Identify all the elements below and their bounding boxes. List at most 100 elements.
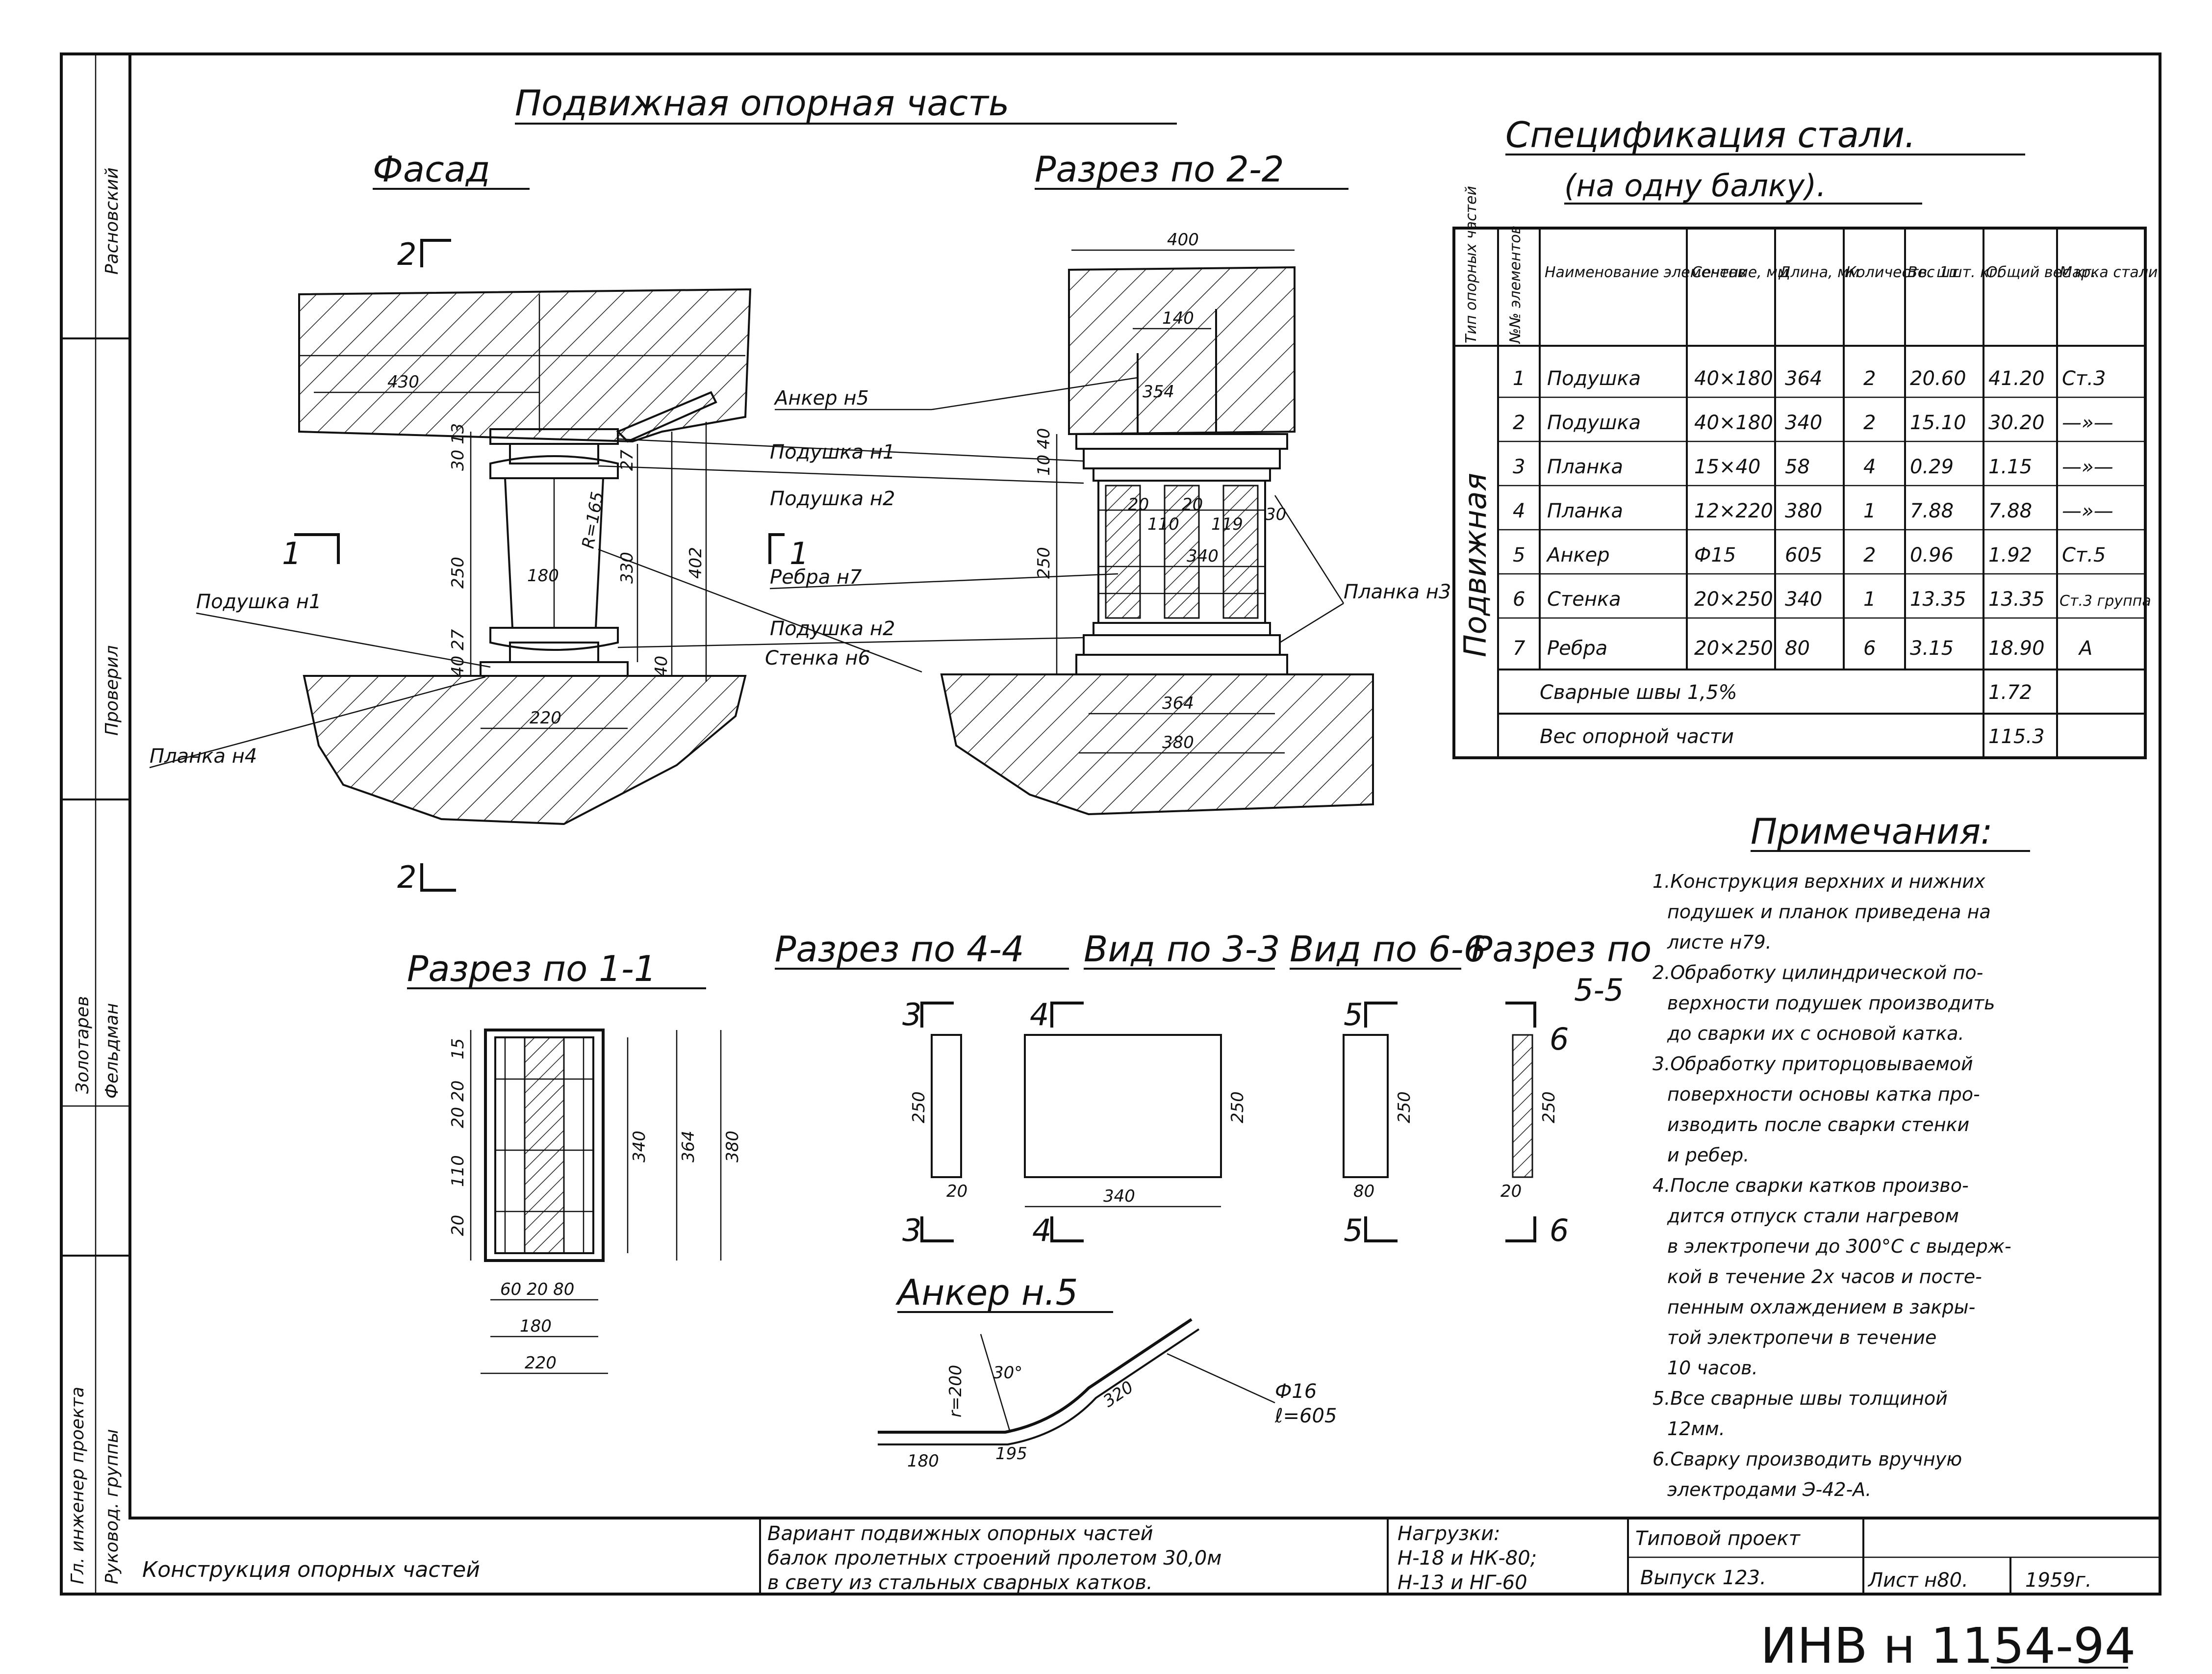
section-2-2-title: Разрез по 2-2 (1035, 149, 1284, 190)
svg-text:430: 430 (387, 372, 419, 392)
svg-text:Подушка: Подушка (1547, 367, 1641, 390)
svg-text:3: 3 (902, 1212, 921, 1248)
svg-text:40×180: 40×180 (1694, 367, 1773, 390)
svg-text:Планка: Планка (1547, 500, 1623, 522)
table-row: 7 Ребра 20×250 80 6 3.15 18.90 А (1513, 637, 2092, 660)
svg-text:250: 250 (1228, 1091, 1247, 1123)
view-3-3-title: Вид по 3-3 (1084, 928, 1280, 970)
table-row: 6 Стенка 20×250 340 1 13.35 13.35 Ст.3 г… (1513, 588, 2151, 611)
stamp-desc-line2: балок пролетных строений пролетом 30,0м (767, 1547, 1221, 1570)
stamp-issue: Выпуск 123. (1640, 1567, 1766, 1589)
svg-text:r=200: r=200 (946, 1365, 966, 1417)
svg-text:58: 58 (1785, 456, 1810, 478)
stamp-project-type: Типовой проект (1635, 1527, 1801, 1550)
note-line: 3.Обработку приторцовываемой (1653, 1053, 1973, 1075)
svg-text:Подушка: Подушка (1547, 412, 1641, 434)
spec-table: Тип опорных частей №№ элементов Наименов… (1452, 186, 2158, 759)
svg-text:3: 3 (1513, 456, 1525, 478)
svg-text:41.20: 41.20 (1988, 367, 2045, 390)
side-strip: Расновский Проверил Золотарев Фельдман Г… (68, 167, 122, 1584)
svg-text:400: 400 (1167, 230, 1199, 250)
svg-text:4: 4 (1032, 1212, 1051, 1248)
section-4-4-title: Разрез по 4-4 (775, 928, 1024, 970)
svg-text:80: 80 (1785, 637, 1810, 660)
svg-text:0.96: 0.96 (1910, 544, 1954, 567)
svg-text:А: А (2078, 637, 2092, 660)
svg-text:10 40: 10 40 (1034, 428, 1054, 476)
note-line: 5.Все сварные швы толщиной (1653, 1388, 1948, 1409)
svg-text:80: 80 (1353, 1182, 1374, 1201)
view-3-3: 3 250 20 3 (902, 997, 967, 1248)
svg-text:320: 320 (1100, 1377, 1137, 1411)
table-row: 1 Подушка 40×180 364 2 20.60 41.20 Ст.3 (1513, 367, 2106, 390)
note-line: пенным охлаждением в закры- (1667, 1296, 1975, 1318)
view-6-6-title: Вид по 6-6 (1290, 928, 1486, 970)
side-feldman: Фельдман (102, 1003, 122, 1099)
table-row: 3 Планка 15×40 58 4 0.29 1.15 —»— (1513, 456, 2113, 478)
note-line: электродами Э-42-А. (1667, 1479, 1871, 1500)
svg-text:18.90: 18.90 (1988, 637, 2045, 660)
svg-text:180: 180 (907, 1451, 939, 1471)
svg-text:340: 340 (1103, 1186, 1135, 1206)
svg-text:13.35: 13.35 (1910, 588, 1966, 611)
svg-text:1: 1 (1513, 367, 1525, 390)
svg-text:364: 364 (1785, 367, 1822, 390)
svg-text:2: 2 (1863, 544, 1876, 567)
spec-group-label: Подвижная (1457, 473, 1493, 657)
mark-1-left: 1 (282, 536, 301, 571)
spec-header-steel: Марка стали (2059, 264, 2158, 281)
note-line: 6.Сварку производить вручную (1653, 1448, 1962, 1470)
mark-2-bottom: 2 (397, 859, 416, 895)
svg-text:—»—: —»— (2062, 412, 2113, 434)
callout-pad2: Подушка н2 (770, 488, 895, 510)
svg-text:250: 250 (1539, 1091, 1559, 1123)
spec-header-unit-weight: Вес 1шт. кг. (1907, 264, 2002, 281)
view-6-6: 5 250 80 5 (1343, 997, 1414, 1248)
svg-text:Ст.5: Ст.5 (2062, 544, 2106, 567)
view-5-5: 6 250 20 6 (1500, 1002, 1569, 1248)
spec-section: Спецификация стали. (на одну балку). (1452, 114, 2158, 759)
svg-text:380: 380 (1785, 500, 1822, 522)
note-line: кой в течение 2х часов и посте- (1667, 1266, 1982, 1288)
svg-text:354: 354 (1143, 382, 1174, 402)
note-line: листе н79. (1667, 931, 1772, 953)
spec-header-type: Тип опорных частей (1463, 186, 1480, 343)
svg-text:20×250: 20×250 (1694, 637, 1773, 660)
mark-2-top: 2 (397, 236, 416, 272)
spec-header-total-weight: Общий вес кг. (1986, 264, 2096, 281)
svg-text:119: 119 (1211, 515, 1243, 534)
note-line: поверхности основы катка про- (1667, 1083, 1980, 1105)
svg-text:5: 5 (1513, 544, 1525, 567)
facade-title: Фасад (373, 149, 490, 190)
svg-text:140: 140 (1162, 309, 1194, 328)
note-line: 10 часов. (1667, 1357, 1758, 1379)
svg-text:4: 4 (1030, 997, 1049, 1032)
svg-text:5: 5 (1344, 1212, 1363, 1248)
svg-text:330: 330 (617, 552, 637, 584)
facade-drawing: 2 430 180 R=165 220 250 30 13 40 27 (149, 236, 809, 895)
anchor-detail-title: Анкер н.5 (895, 1272, 1078, 1313)
svg-text:7.88: 7.88 (1988, 500, 2032, 522)
spec-subtitle: (на одну балку). (1564, 168, 1826, 204)
main-title: Подвижная опорная часть (515, 82, 1009, 124)
svg-text:1.15: 1.15 (1988, 456, 2032, 478)
svg-text:—»—: —»— (2062, 456, 2113, 478)
svg-text:30°: 30° (993, 1363, 1022, 1383)
note-line: 4.После сварки катков произво- (1653, 1175, 1969, 1196)
svg-text:340: 340 (630, 1131, 649, 1162)
note-line: и ребер. (1667, 1144, 1749, 1166)
svg-text:250: 250 (1034, 547, 1054, 579)
table-row: 2 Подушка 40×180 340 2 15.10 30.20 —»— (1513, 412, 2113, 434)
note-line: 12мм. (1667, 1418, 1725, 1440)
svg-text:7.88: 7.88 (1910, 500, 1954, 522)
side-group-lead: Руковод. группы (102, 1429, 122, 1584)
svg-text:15.10: 15.10 (1910, 412, 1966, 434)
mark-1-right: 1 (789, 536, 809, 571)
callout-wall6: Стенка н6 (765, 647, 870, 670)
table-row: 5 Анкер Ф15 605 2 0.96 1.92 Ст.5 (1513, 544, 2106, 567)
svg-text:12×220: 12×220 (1694, 500, 1773, 522)
svg-text:15×40: 15×40 (1694, 456, 1760, 478)
spec-title: Спецификация стали. (1505, 114, 1916, 155)
